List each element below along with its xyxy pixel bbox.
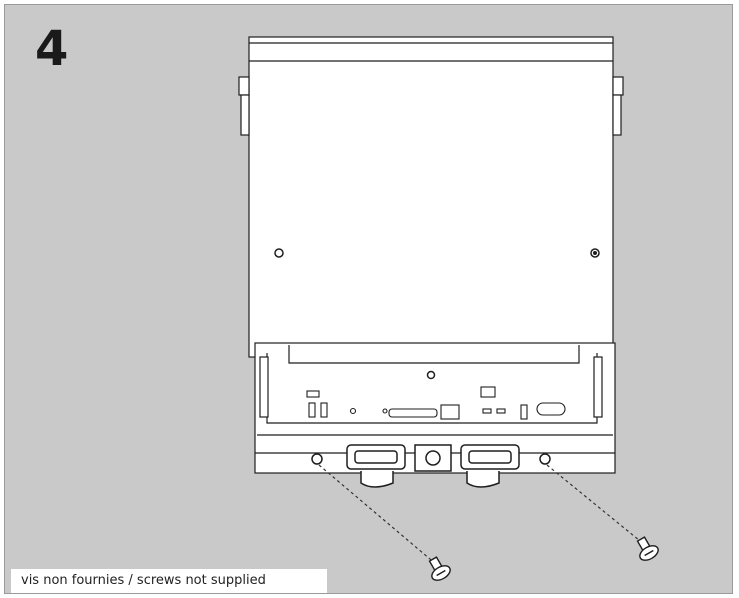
right-hinge-tab [612, 76, 624, 96]
connector-icon [388, 408, 438, 418]
mounting-hole-icon [274, 248, 284, 258]
device-lid [248, 36, 614, 358]
left-hinge-tab [238, 76, 250, 96]
screw-icon [428, 556, 451, 581]
instruction-panel: 4 [4, 4, 733, 594]
device-illustration [238, 36, 659, 581]
mounting-hole-icon [311, 453, 323, 465]
step-number: 4 [35, 21, 69, 77]
screw-icon [636, 536, 659, 561]
caption: vis non fournies / screws not supplied [11, 569, 327, 593]
mounting-hole-icon [539, 453, 551, 465]
